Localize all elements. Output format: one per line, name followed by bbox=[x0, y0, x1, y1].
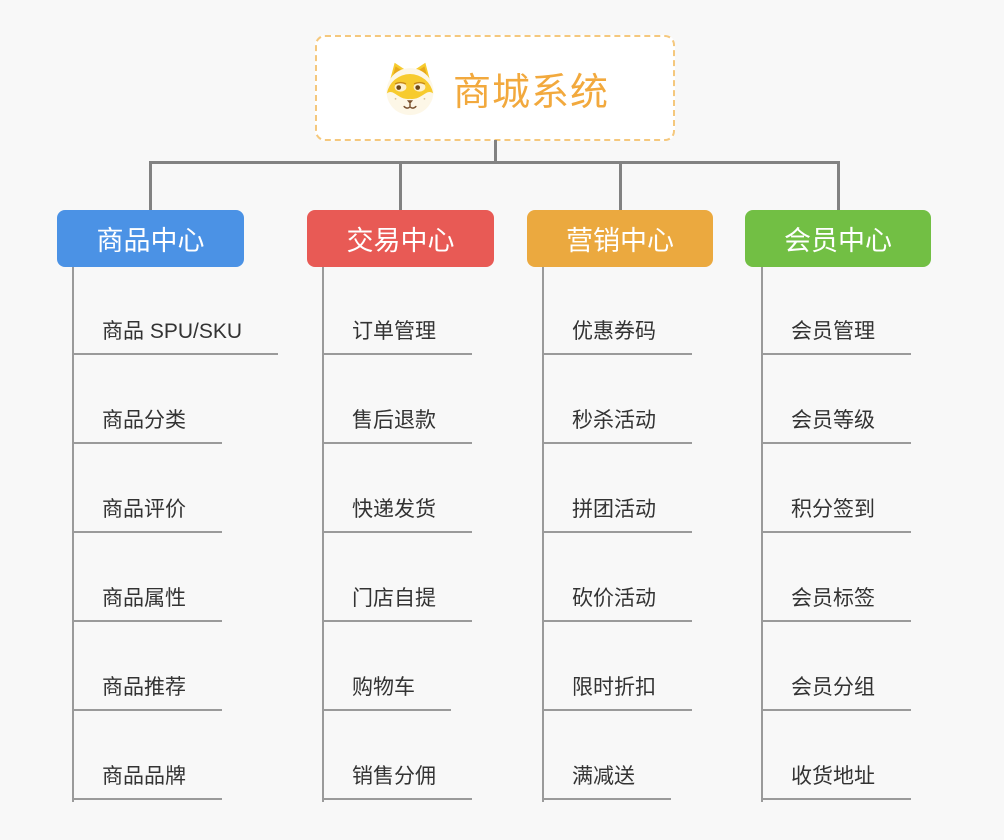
leaf-node[interactable]: 收货地址 bbox=[761, 762, 911, 800]
leaf-node[interactable]: 限时折扣 bbox=[542, 673, 692, 711]
branch-member-center[interactable]: 会员中心 bbox=[745, 210, 931, 267]
leaf-node[interactable]: 积分签到 bbox=[761, 495, 911, 533]
leaf-node[interactable]: 满减送 bbox=[542, 762, 671, 800]
leaf-node[interactable]: 商品推荐 bbox=[72, 673, 222, 711]
branch-trunk-line bbox=[542, 267, 544, 802]
branch-trunk-line bbox=[761, 267, 763, 802]
leaf-node[interactable]: 门店自提 bbox=[322, 584, 472, 622]
leaf-node[interactable]: 拼团活动 bbox=[542, 495, 692, 533]
leaf-node[interactable]: 商品属性 bbox=[72, 584, 222, 622]
connector-drop bbox=[149, 161, 152, 210]
connector-drop bbox=[837, 161, 840, 210]
leaf-node[interactable]: 商品评价 bbox=[72, 495, 222, 533]
connector-horizontal-bar bbox=[149, 161, 840, 164]
leaf-node[interactable]: 购物车 bbox=[322, 673, 451, 711]
leaf-node[interactable]: 订单管理 bbox=[322, 317, 472, 355]
leaf-node[interactable]: 商品品牌 bbox=[72, 762, 222, 800]
leaf-node[interactable]: 商品 SPU/SKU bbox=[72, 317, 279, 355]
leaf-node[interactable]: 售后退款 bbox=[322, 406, 472, 444]
branch-marketing-center[interactable]: 营销中心 bbox=[527, 210, 713, 267]
connector-root-stem bbox=[494, 140, 497, 164]
connector-drop bbox=[619, 161, 622, 210]
leaf-node[interactable]: 砍价活动 bbox=[542, 584, 692, 622]
leaf-node[interactable]: 会员管理 bbox=[761, 317, 911, 355]
root-node[interactable]: 商城系统 bbox=[315, 35, 675, 141]
leaf-node[interactable]: 会员等级 bbox=[761, 406, 911, 444]
dog-face-icon bbox=[381, 60, 439, 116]
leaf-node[interactable]: 销售分佣 bbox=[322, 762, 472, 800]
branch-trunk-line bbox=[72, 267, 74, 802]
leaf-node[interactable]: 会员标签 bbox=[761, 584, 911, 622]
branch-trunk-line bbox=[322, 267, 324, 802]
leaf-node[interactable]: 秒杀活动 bbox=[542, 406, 692, 444]
branch-trade-center[interactable]: 交易中心 bbox=[307, 210, 494, 267]
root-title: 商城系统 bbox=[452, 71, 609, 114]
branch-product-center[interactable]: 商品中心 bbox=[57, 210, 244, 267]
leaf-node[interactable]: 优惠券码 bbox=[542, 317, 692, 355]
leaf-node[interactable]: 商品分类 bbox=[72, 406, 222, 444]
leaf-node[interactable]: 会员分组 bbox=[761, 673, 911, 711]
leaf-node[interactable]: 快递发货 bbox=[322, 495, 472, 533]
connector-drop bbox=[399, 161, 402, 210]
